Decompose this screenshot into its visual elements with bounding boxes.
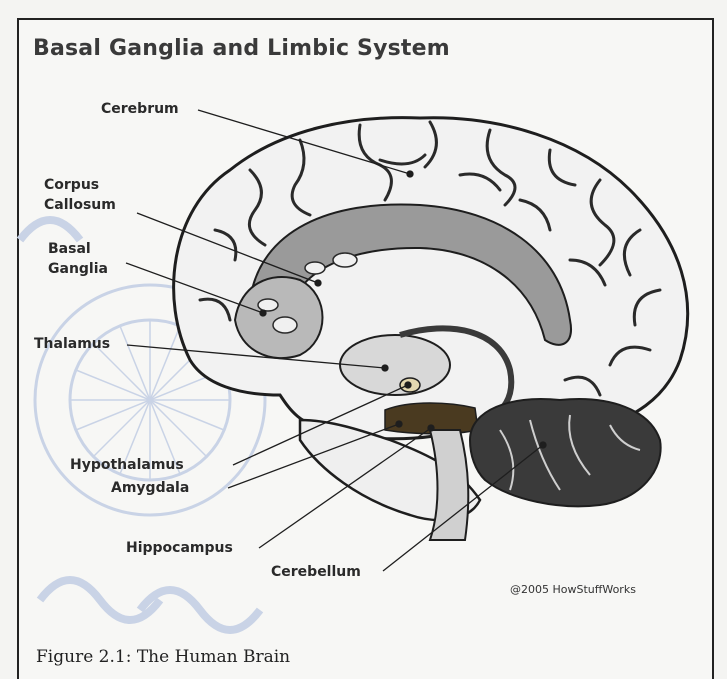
label-thalamus: Thalamus	[34, 335, 110, 354]
label-hypothalamus: Hypothalamus	[70, 456, 184, 475]
cerebrum-shape	[174, 118, 688, 439]
label-hippocampus: Hippocampus	[126, 539, 233, 558]
label-cerebellum: Cerebellum	[271, 563, 361, 582]
label-cerebrum: Cerebrum	[101, 100, 179, 119]
label-callosum: Callosum	[44, 196, 116, 215]
label-corpus: Corpus	[44, 176, 99, 195]
figure-caption: Figure 2.1: The Human Brain	[36, 647, 290, 667]
cerebellum-shape	[470, 399, 661, 506]
label-ganglia: Ganglia	[48, 260, 108, 279]
label-amygdala: Amygdala	[111, 479, 189, 498]
label-basal: Basal	[48, 240, 91, 259]
copyright-credit: @2005 HowStuffWorks	[510, 583, 636, 596]
